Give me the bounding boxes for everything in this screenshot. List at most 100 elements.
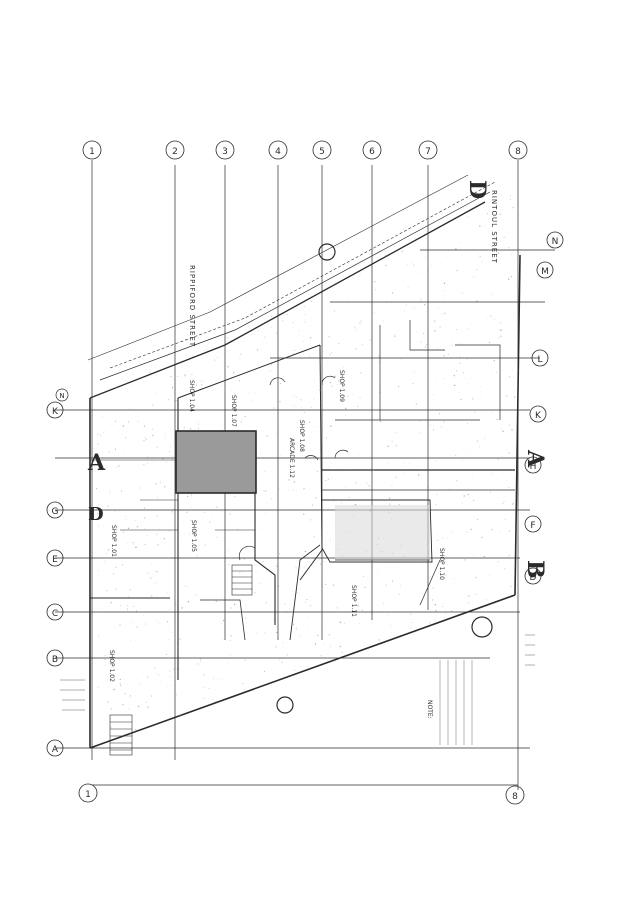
speckle-dot bbox=[197, 663, 199, 665]
speckle-dot bbox=[437, 540, 439, 541]
speckle-dot bbox=[412, 383, 414, 385]
speckle-dot bbox=[136, 626, 138, 628]
speckle-dot bbox=[402, 279, 404, 281]
speckle-dot bbox=[266, 342, 268, 344]
speckle-dot bbox=[375, 289, 377, 291]
speckle-dot bbox=[327, 531, 328, 533]
speckle-dot bbox=[152, 461, 154, 463]
speckle-dot bbox=[221, 595, 222, 597]
speckle-dot bbox=[463, 495, 465, 497]
speckle-dot bbox=[481, 486, 482, 487]
grid-marker-A: A bbox=[46, 739, 64, 757]
speckle-dot bbox=[485, 318, 487, 319]
speckle-dot bbox=[156, 515, 158, 517]
speckle-dot bbox=[462, 460, 464, 462]
speckle-dot bbox=[503, 500, 505, 502]
speckle-dot bbox=[143, 464, 145, 466]
speckle-dot bbox=[157, 497, 158, 499]
speckle-dot bbox=[158, 528, 160, 530]
speckle-dot bbox=[279, 659, 281, 661]
speckle-dot bbox=[435, 575, 437, 576]
speckle-dot bbox=[438, 308, 439, 309]
speckle-dot bbox=[428, 489, 430, 491]
speckle-dot bbox=[313, 536, 315, 538]
speckle-dot bbox=[429, 622, 431, 624]
speckle-dot bbox=[385, 584, 387, 586]
speckle-dot bbox=[490, 315, 492, 317]
speckle-dot bbox=[496, 419, 498, 421]
speckle-dot bbox=[423, 333, 425, 335]
speckle-dot bbox=[376, 569, 377, 571]
speckle-dot bbox=[398, 593, 401, 595]
speckle-dot bbox=[271, 498, 273, 500]
speckle-dot bbox=[200, 660, 202, 662]
speckle-dot bbox=[497, 252, 499, 254]
grid-marker-L-right: L bbox=[531, 349, 549, 367]
speckle-dot bbox=[433, 429, 435, 431]
speckle-dot bbox=[414, 306, 416, 308]
speckle-dot bbox=[344, 415, 346, 416]
speckle-dot bbox=[134, 720, 135, 722]
speckle-dot bbox=[279, 401, 281, 403]
speckle-dot bbox=[256, 632, 257, 634]
speckle-dot bbox=[132, 542, 134, 544]
speckle-dot bbox=[172, 386, 174, 389]
speckle-dot bbox=[309, 421, 311, 423]
svg-text:B: B bbox=[52, 655, 58, 665]
speckle-dot bbox=[407, 286, 409, 288]
speckle-dot bbox=[175, 604, 177, 606]
speckle-dot bbox=[420, 432, 422, 434]
speckle-dot bbox=[506, 395, 508, 397]
speckle-dot bbox=[435, 503, 437, 506]
speckle-dot bbox=[493, 203, 494, 204]
speckle-dot bbox=[239, 572, 241, 574]
speckle-dot bbox=[411, 262, 412, 263]
speckle-dot bbox=[211, 517, 212, 519]
speckle-dot bbox=[124, 693, 126, 695]
speckle-dot bbox=[489, 491, 491, 493]
speckle-dot bbox=[339, 621, 342, 623]
speckle-dot bbox=[292, 353, 294, 355]
speckle-dot bbox=[510, 195, 511, 196]
speckle-dot bbox=[511, 504, 513, 505]
speckle-dot bbox=[508, 376, 511, 378]
speckle-dot bbox=[451, 530, 453, 532]
speckle-dot bbox=[459, 242, 461, 243]
speckle-dot bbox=[389, 562, 390, 564]
speckle-dot bbox=[329, 646, 331, 648]
speckle-dot bbox=[156, 374, 158, 375]
speckle-dot bbox=[121, 490, 123, 492]
speckle-dot bbox=[258, 329, 259, 331]
speckle-dot bbox=[276, 631, 278, 634]
speckle-dot bbox=[171, 511, 173, 513]
svg-text:8: 8 bbox=[515, 147, 521, 157]
speckle-dot bbox=[127, 543, 128, 544]
speckle-dot bbox=[120, 605, 122, 607]
speckle-dot bbox=[299, 458, 301, 459]
speckle-dot bbox=[333, 501, 335, 503]
speckle-dot bbox=[211, 387, 212, 389]
speckle-dot bbox=[138, 705, 140, 707]
speckle-dot bbox=[462, 292, 463, 294]
speckle-dot bbox=[486, 599, 488, 601]
speckle-dot bbox=[129, 408, 130, 409]
speckle-dot bbox=[97, 443, 99, 445]
svg-text:6: 6 bbox=[369, 147, 375, 157]
speckle-dot bbox=[334, 375, 336, 378]
street-name-top: RIPPIFORD STREET bbox=[188, 265, 196, 347]
grid-marker-3: 3 bbox=[215, 140, 235, 160]
speckle-dot bbox=[455, 454, 457, 456]
speckle-dot bbox=[496, 372, 497, 373]
grid-marker-N-right: N bbox=[546, 231, 564, 249]
speckle-dot bbox=[387, 614, 389, 616]
speckle-dot bbox=[451, 610, 453, 612]
speckle-dot bbox=[462, 419, 463, 420]
speckle-dot bbox=[168, 639, 169, 641]
speckle-dot bbox=[273, 407, 275, 409]
speckle-dot bbox=[360, 320, 362, 322]
speckle-dot bbox=[278, 585, 280, 587]
speckle-dot bbox=[425, 346, 427, 348]
speckle-dot bbox=[189, 533, 190, 535]
speckle-dot bbox=[476, 300, 478, 302]
speckle-dot bbox=[155, 483, 157, 485]
